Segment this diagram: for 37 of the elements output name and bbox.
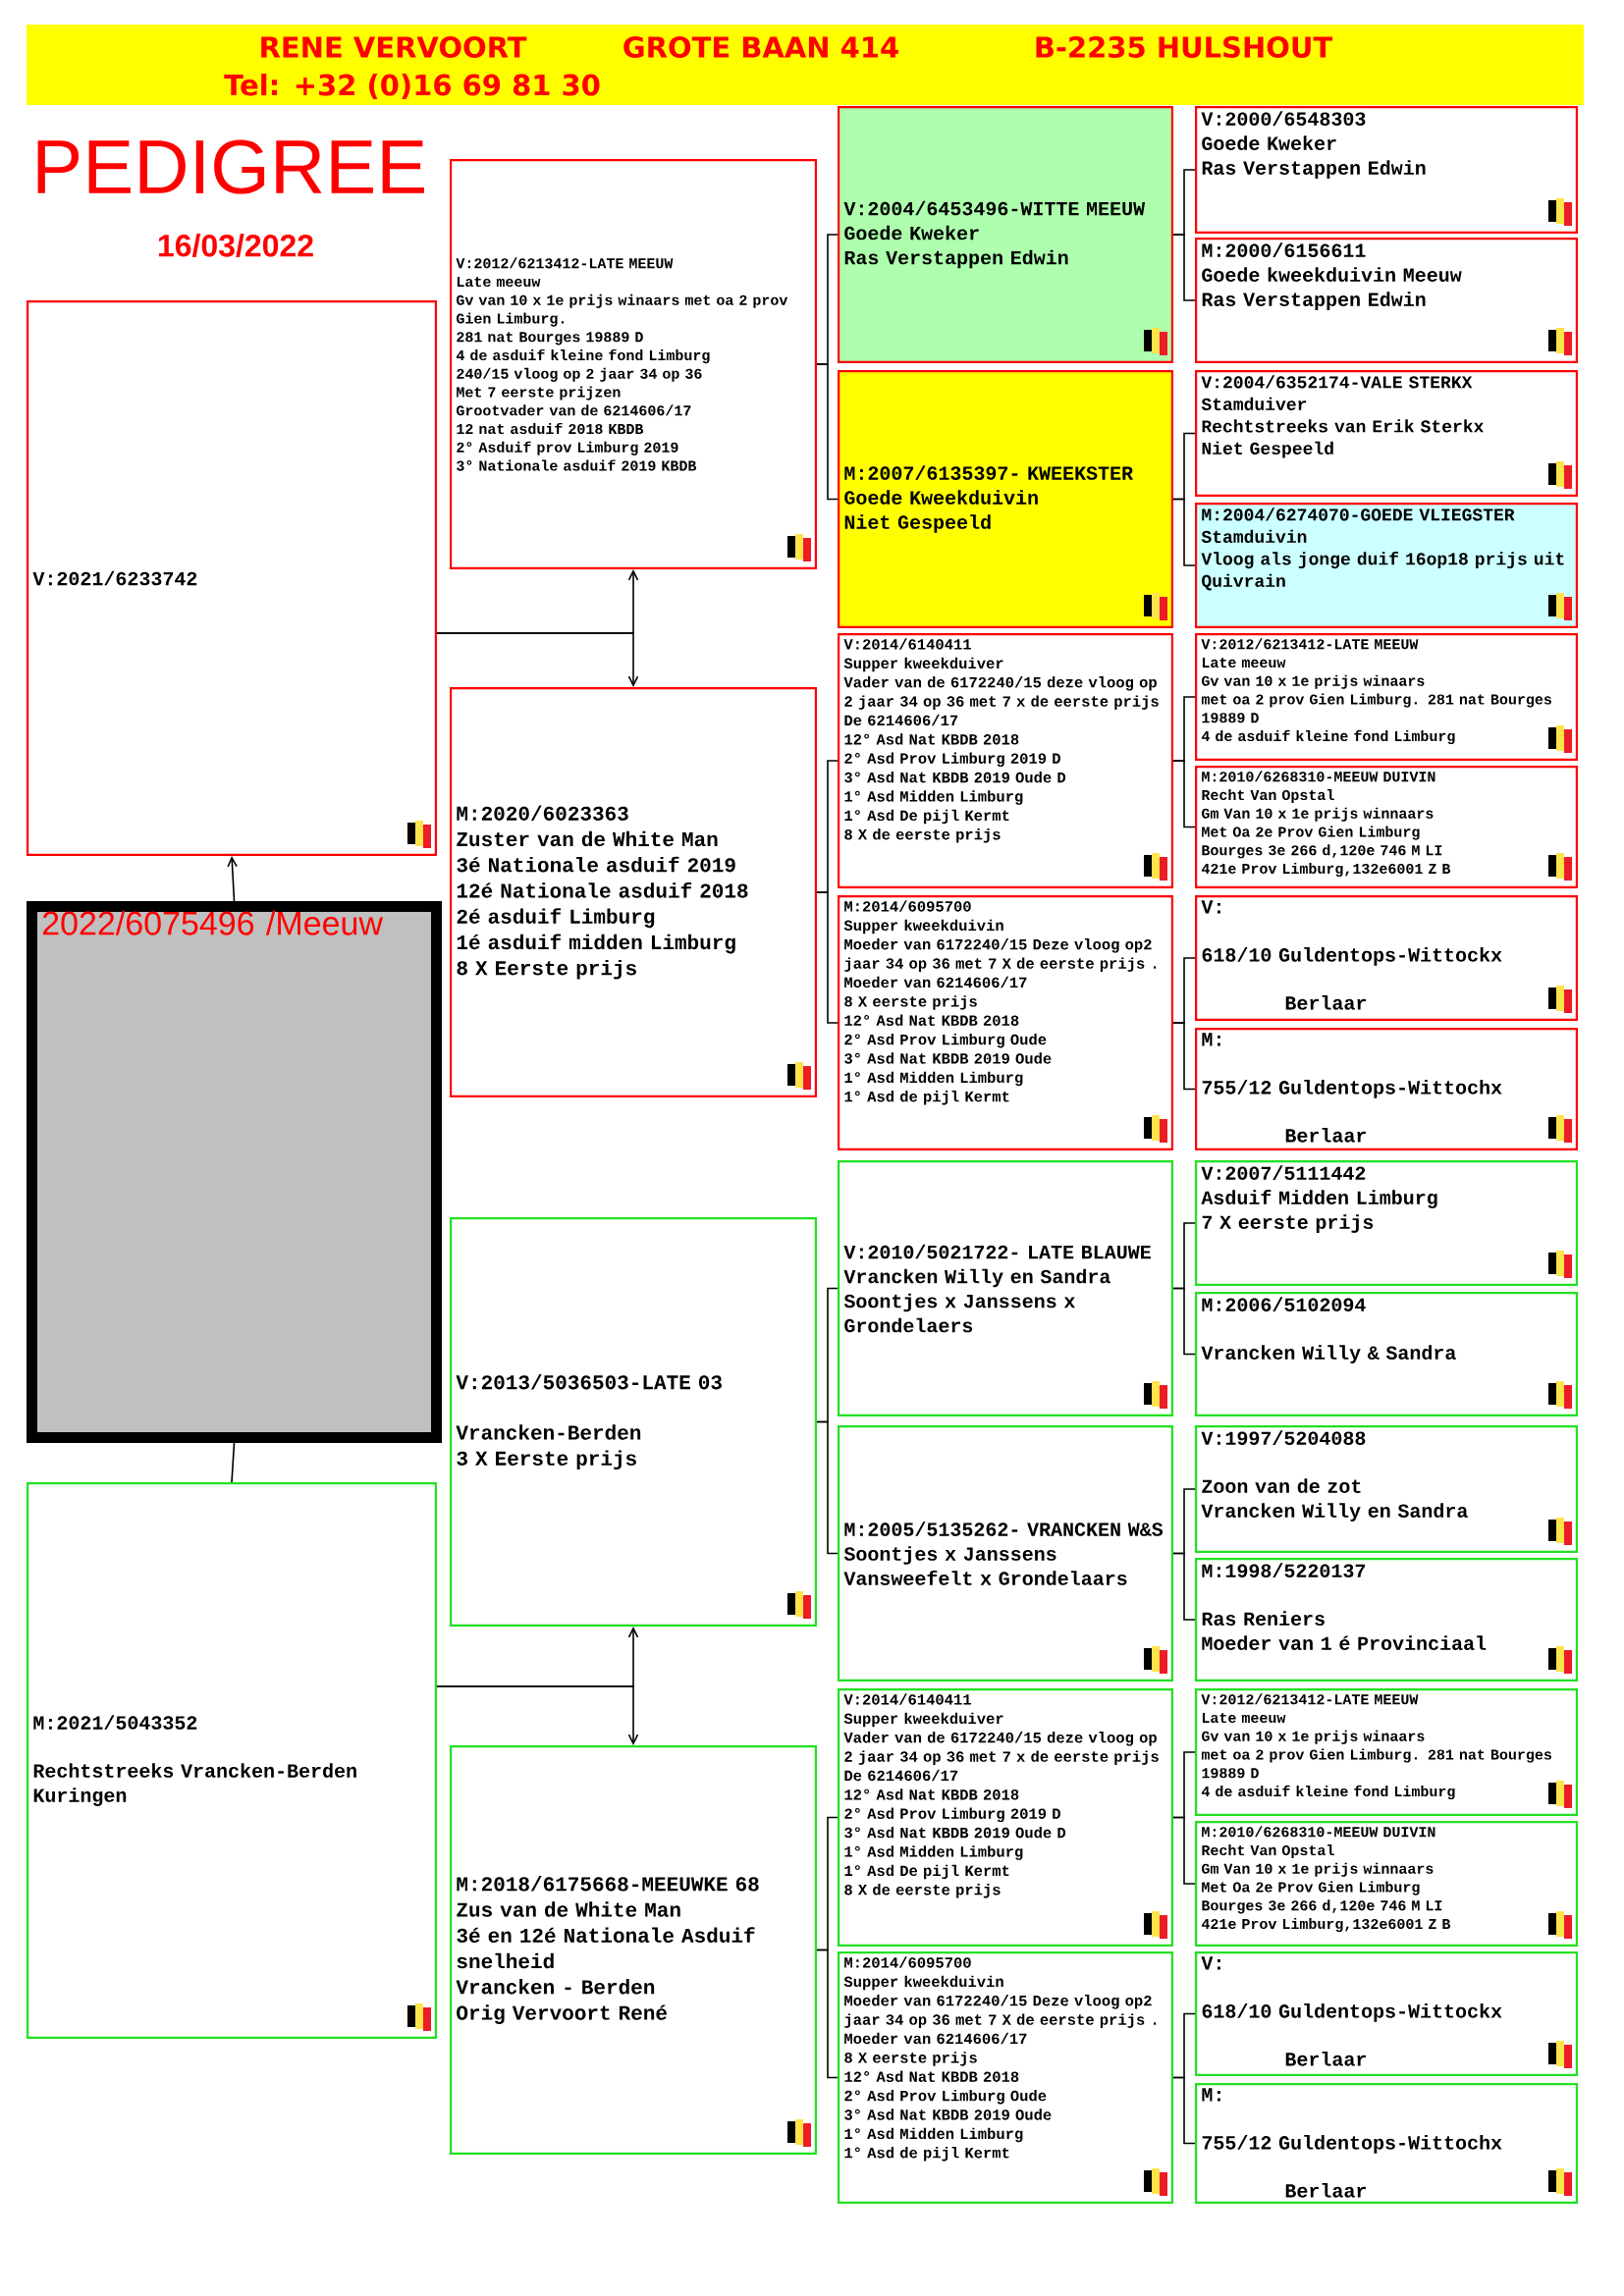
pedigree-box: M:2010/6268310-MEEUW DUIVIN Recht Van Opstal Gm Van 10 x 1e prijs winnaars Met Oa 2e Prov Gien Limburg Bourges 3e 266 d,120e 746 M LI 421e Prov Limburg,132e6001 Z B [1195,1821,1578,1948]
pedigree-box: V:2004/6352174-VALE STERKX Stamduiver Rechtstreeks van Erik Sterkx Niet Gespeeld [1195,370,1578,497]
pedigree-box: V:2013/5036503-LATE 03 Vrancken-Berden 3 X Eerste prijs [450,1217,817,1627]
header-text: B-2235 HULSHOUT [1036,36,1333,58]
pedigree-box: M:2014/6095700 Supper kweekduivin Moeder van 6172240/15 Deze vloog op2 jaar 34 op 36 met 7 X de eerste prijs . Moeder van 6214606/17 8 X eerste prijs 12° Asd Nat KBDB 2018 2° Asd Prov Limburg Oude 3° Asd Nat KBDB 2019 Oude 1° Asd Midden Limburg 1° Asd de pijl Kermt [838,1951,1173,2205]
pedigree-box: V:2012/6213412-LATE MEEUW Late meeuw Gv van 10 x 1e prijs winaars met oa 2 prov Gien Limburg. 281 nat Bourges 19889 D 4 de asduif kleine fond Limburg [1195,633,1578,761]
pedigree-box: 2022/6075496 /Meeuw [27,901,442,1443]
date: 16/03/2022 [158,234,313,257]
header-text: GROTE BAAN 414 [623,36,898,58]
pedigree-box: V:2010/5021722- LATE BLAUWE Vrancken Willy en Sandra Soontjes x Janssens x Grondelaers [838,1160,1173,1416]
pedigree-box: V:2021/6233742 [27,300,437,856]
pedigree-box: V:2014/6140411 Supper kweekduiver Vader van de 6172240/15 deze vloog op 2 jaar 34 op 36 met 7 x de eerste prijs De 6214606/17 12° Asd Nat KBDB 2018 2° Asd Prov Limburg 2019 D 3° Asd Nat KBDB 2019 Oude D 1° Asd Midden Limburg 1° Asd De pijl Kermt 8 X de eerste prijs [838,633,1173,888]
pedigree-box: V:2004/6453496-WITTE MEEUW Goede Kweker Ras Verstappen Edwin [838,106,1173,363]
header-text: RENE VERVOORT [261,36,527,58]
pedigree-box: M:2021/5043352 Rechtstreeks Vrancken-Berden Kuringen [27,1482,437,2039]
pedigree-box: V:2012/6213412-LATE MEEUW Late meeuw Gv van 10 x 1e prijs winaars met oa 2 prov Gien Limburg. 281 nat Bourges 19889 D 4 de asduif kleine fond Limburg [1195,1688,1578,1816]
pedigree-box: M: 755/12 Guldentops-Wittochx Berlaar [1195,2083,1578,2205]
pedigree-box: M:2004/6274070-GOEDE VLIEGSTER Stamduivin Vloog als jonge duif 16op18 prijs uit Quivrain [1195,503,1578,628]
pedigree-box: V:2007/5111442 Asduif Midden Limburg 7 X eerste prijs [1195,1160,1578,1286]
pedigree-box: V:2000/6548303 Goede Kweker Ras Verstappen Edwin [1195,106,1578,234]
pedigree-box: M:2006/5102094 Vrancken Willy & Sandra [1195,1292,1578,1416]
pedigree-box: M:1998/5220137 Ras Reniers Moeder van 1 é Provinciaal [1195,1558,1578,1682]
pedigree-box: V: 618/10 Guldentops-Wittockx Berlaar [1195,1951,1578,2077]
pedigree-box: V: 618/10 Guldentops-Wittockx Berlaar [1195,895,1578,1021]
header-text: Tel: +32 (0)16 69 81 30 [224,74,600,99]
title: PEDIGREE [37,139,424,194]
pedigree-box: M:2020/6023363 Zuster van de White Man 3é Nationale asduif 2019 12é Nationale asduif 2018 2é asduif Limburg 1é asduif midden Limburg 8 X Eerste prijs [450,687,817,1097]
pedigree-box: M:2007/6135397- KWEEKSTER Goede Kweekduivin Niet Gespeeld [838,370,1173,628]
pedigree-box: V:1997/5204088 Zoon van de zot Vrancken Willy en Sandra [1195,1425,1578,1553]
pedigree-box: M:2014/6095700 Supper kweekduivin Moeder van 6172240/15 Deze vloog op2 jaar 34 op 36 met 7 X de eerste prijs . Moeder van 6214606/17 8 X eerste prijs 12° Asd Nat KBDB 2018 2° Asd Prov Limburg Oude 3° Asd Nat KBDB 2019 Oude 1° Asd Midden Limburg 1° Asd de pijl Kermt [838,895,1173,1150]
pedigree-box: M:2018/6175668-MEEUWKE 68 Zus van de White Man 3é en 12é Nationale Asduif snelheid Vrancken - Berden Orig Vervoort René [450,1745,817,2156]
pedigree-box: M:2005/5135262- VRANCKEN W&S Soontjes x Janssens Vansweefelt x Grondelaars [838,1425,1173,1682]
pedigree-box: M:2000/6156611 Goede kweekduivin Meeuw Ras Verstappen Edwin [1195,238,1578,363]
pedigree-box: M: 755/12 Guldentops-Wittochx Berlaar [1195,1028,1578,1150]
pedigree-box: V:2014/6140411 Supper kweekduiver Vader van de 6172240/15 deze vloog op 2 jaar 34 op 36 met 7 x de eerste prijs De 6214606/17 12° Asd Nat KBDB 2018 2° Asd Prov Limburg 2019 D 3° Asd Nat KBDB 2019 Oude D 1° Asd Midden Limburg 1° Asd De pijl Kermt 8 X de eerste prijs [838,1688,1173,1948]
pedigree-box: V:2012/6213412-LATE MEEUW Late meeuw Gv van 10 x 1e prijs winaars met oa 2 prov Gien Limburg. 281 nat Bourges 19889 D 4 de asduif kleine fond Limburg 240/15 vloog op 2 jaar 34 op 36 Met 7 eerste prijzen Grootvader van de 6214606/17 12 nat asduif 2018 KBDB 2° Asduif prov Limburg 2019 3° Nationale asduif 2019 KBDB [450,159,817,569]
pedigree-box: M:2010/6268310-MEEUW DUIVIN Recht Van Opstal Gm Van 10 x 1e prijs winnaars Met Oa 2e Prov Gien Limburg Bourges 3e 266 d,120e 746 M LI 421e Prov Limburg,132e6001 Z B [1195,766,1578,888]
